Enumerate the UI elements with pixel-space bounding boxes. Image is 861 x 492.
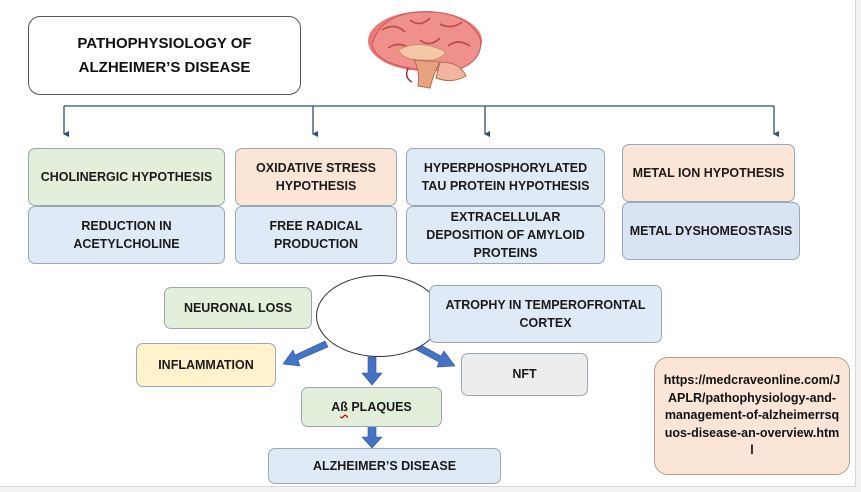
- ab-plaques-suffix: PLAQUES: [347, 399, 412, 414]
- central-ellipse: [316, 275, 442, 357]
- metal-dyshomeostasis-box: METAL DYSHOMEOSTASIS: [622, 202, 800, 260]
- acetylcholine-reduction-box: REDUCTION IN ACETYLCHOLINE: [28, 206, 225, 264]
- arrow-to-alzheimers: [361, 425, 383, 449]
- free-radical-production-box: FREE RADICAL PRODUCTION: [235, 206, 397, 264]
- arrow-to-ab-plaques: [361, 356, 383, 386]
- brain-icon: [368, 11, 482, 89]
- source-citation: https://medcraveonline.com/JAPLR/pathoph…: [654, 357, 850, 475]
- title-line-1: PATHOPHYSIOLOGY OF: [77, 35, 252, 53]
- oxidative-stress-hypothesis-box: OXIDATIVE STRESS HYPOTHESIS: [235, 148, 397, 206]
- title-line-2: ALZHEIMER’S DISEASE: [78, 58, 251, 76]
- ab-plaques-prefix: A: [331, 399, 341, 414]
- nft-box: NFT: [461, 353, 588, 396]
- alzheimers-disease-box: ALZHEIMER’S DISEASE: [268, 448, 501, 484]
- atrophy-box: ATROPHY IN TEMPEROFRONTAL CORTEX: [429, 285, 662, 343]
- amyloid-deposition-box: EXTRACELLULAR DEPOSITION OF AMYLOID PROT…: [406, 206, 605, 264]
- diagram-title: PATHOPHYSIOLOGY OF ALZHEIMER’S DISEASE: [28, 16, 301, 95]
- ab-plaques-beta: ß: [340, 399, 348, 414]
- neuronal-loss-box: NEURONAL LOSS: [164, 287, 312, 329]
- tau-protein-hypothesis-box: HYPERPHOSPHORYLATED TAU PROTEIN HYPOTHES…: [406, 148, 605, 206]
- source-url: https://medcraveonline.com/JAPLR/pathoph…: [663, 373, 841, 458]
- cholinergic-hypothesis-box: CHOLINERGIC HYPOTHESIS: [28, 148, 225, 206]
- metal-ion-hypothesis-box: METAL ION HYPOTHESIS: [622, 144, 795, 202]
- inflammation-box: INFLAMMATION: [136, 343, 276, 387]
- arrow-to-inflammation: [282, 340, 329, 367]
